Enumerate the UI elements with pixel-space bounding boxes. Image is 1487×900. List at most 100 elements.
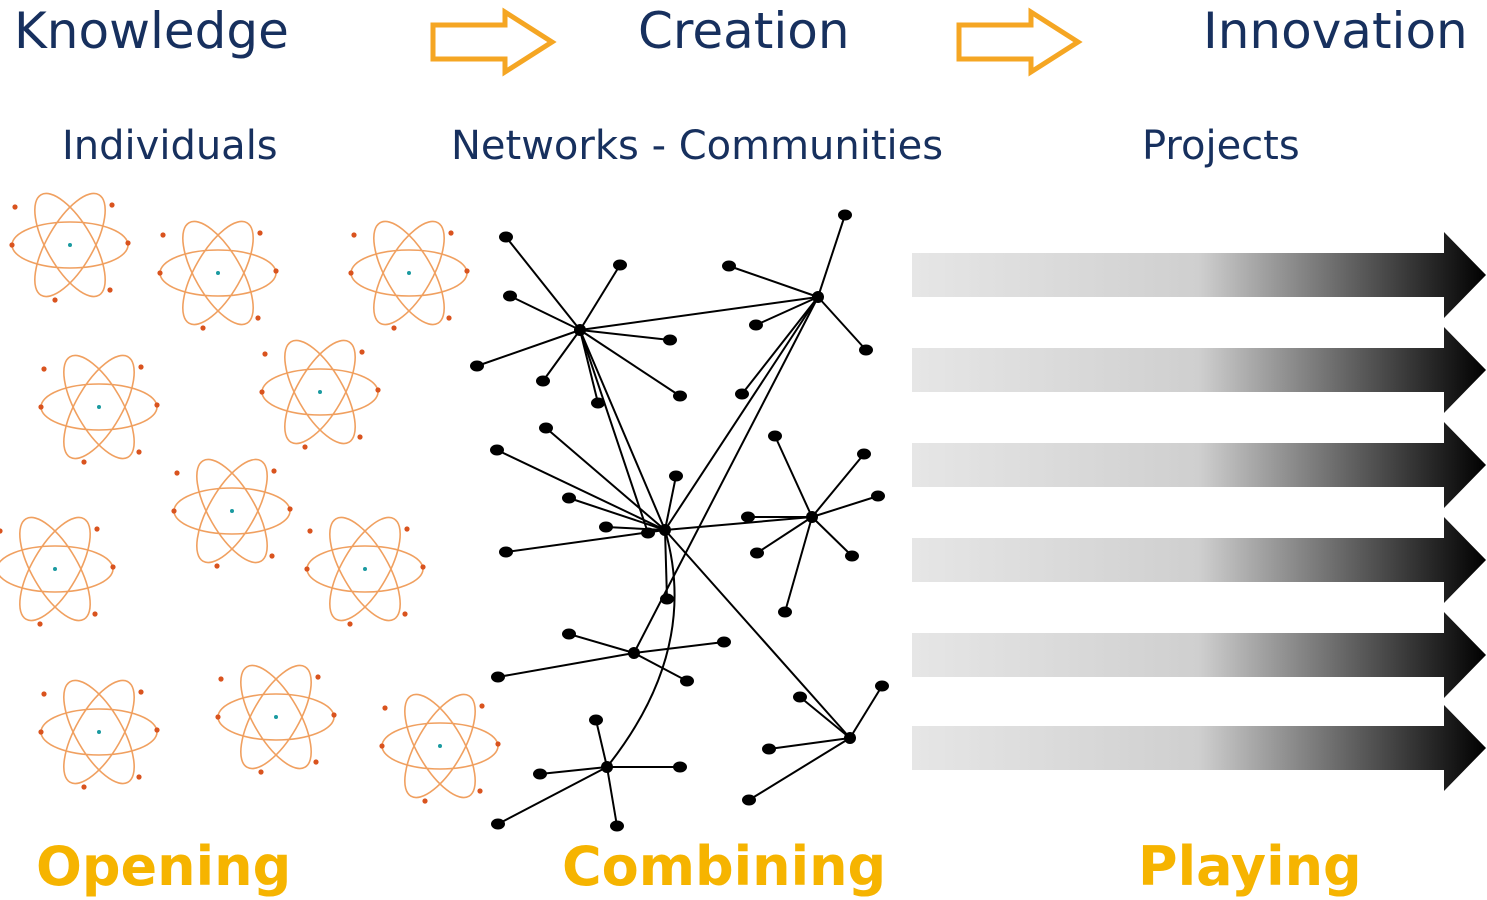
network-node [589,714,603,726]
network-link [817,296,867,351]
network-link [606,766,618,827]
network-node [859,344,873,356]
network-hub [844,732,856,744]
network-node [750,547,764,559]
network-hub [812,291,824,303]
network-node [838,209,852,221]
network-hub [574,324,586,336]
stage-subtitle-projects: Projects [1142,123,1300,169]
network-link [664,296,819,531]
network-link [741,296,819,395]
stage-action-playing: Playing [1138,835,1362,898]
network-node [680,675,694,687]
network-node [673,390,687,402]
network-node [499,546,513,558]
network-link [728,265,819,298]
gradient-arrow-icon [912,517,1486,603]
network-link [505,529,666,553]
network-node [539,422,553,434]
network-node [470,360,484,372]
network-link [605,526,666,531]
network-node [871,490,885,502]
stage-subtitle-individuals: Individuals [62,123,278,169]
network-node [793,691,807,703]
network-node [610,820,624,832]
network-link [579,329,599,404]
atom-icon [0,516,116,627]
network-link [539,766,608,775]
network-node [491,818,505,830]
network-link [664,529,851,739]
network-link [497,766,608,825]
network-link [579,264,621,331]
network-node [742,794,756,806]
network-link [606,529,676,768]
network-link [768,737,851,750]
atom-icon [9,192,131,303]
network-node [660,593,674,605]
network-link [476,329,581,367]
network-node [599,521,613,533]
network-hub [601,761,613,773]
network-link [811,453,865,518]
network-hub [659,524,671,536]
atom-icon [379,693,501,804]
network-link [505,236,581,331]
network-node [533,768,547,780]
network-node [491,671,505,683]
network-node [735,388,749,400]
stage-title-knowledge: Knowledge [14,2,289,60]
gradient-arrow-icon [912,705,1486,791]
atom-icon [171,458,293,569]
network-link [811,516,853,557]
network-node [722,260,736,272]
network-link [664,516,813,531]
network-link [595,719,608,768]
network-link [633,641,725,654]
network-node [490,444,504,456]
network-node [663,334,677,346]
stage-action-combining: Combining [562,835,887,898]
gradient-arrow-icon [912,327,1486,413]
network-node [778,606,792,618]
network-link [664,529,668,600]
network-node [503,290,517,302]
network-node [741,511,755,523]
stage-subtitle-networks: Networks - Communities [451,123,944,169]
network-node [762,743,776,755]
stage-action-opening: Opening [36,835,292,898]
atom-icon [348,220,470,331]
network-node [562,492,576,504]
network-link [497,652,635,678]
network-link [849,685,883,739]
network-link [568,633,635,654]
atom-icon [38,679,160,790]
network-node [641,527,655,539]
atom-icon [215,664,337,775]
network-link [755,296,819,326]
network-link [664,475,677,531]
atom-icon [259,339,381,450]
network-node [717,636,731,648]
network-link [756,516,813,554]
atom-icon [38,354,160,465]
gradient-arrow-icon [912,612,1486,698]
atom-icon [157,220,279,331]
network-node [613,259,627,271]
network-link [811,495,879,518]
network-node [857,448,871,460]
network-link [633,296,819,654]
network-node [673,761,687,773]
network-hub [806,511,818,523]
network-link [579,329,671,341]
network-link [579,329,681,397]
network-hub [628,647,640,659]
network-link [784,516,813,613]
network-node [845,550,859,562]
network-node [749,319,763,331]
stage-title-creation: Creation [638,2,850,60]
network-link [542,329,581,382]
